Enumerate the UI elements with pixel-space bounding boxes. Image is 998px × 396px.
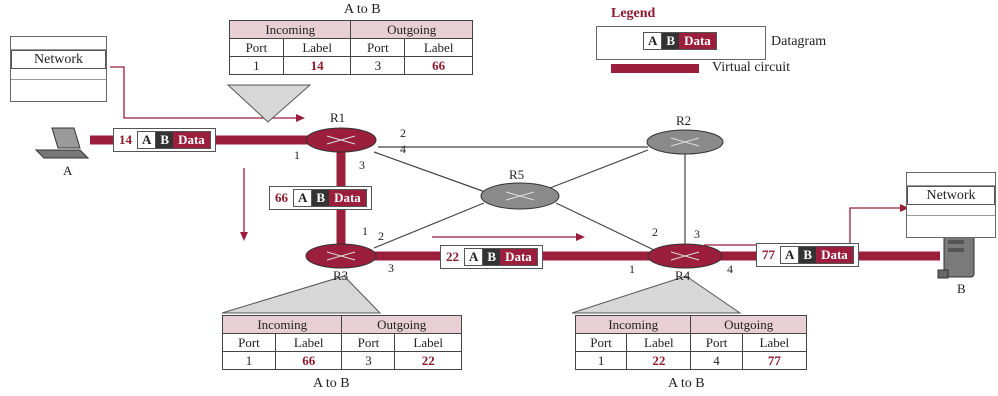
laptop-icon xyxy=(34,127,90,159)
r4-outgoing-header: Outgoing xyxy=(690,315,807,334)
r1-port-2: 2 xyxy=(400,126,406,140)
packet-14-a: A xyxy=(138,132,157,148)
r3-table-caption: A to B xyxy=(313,376,350,391)
packet-14-label: 14 xyxy=(119,132,132,147)
packet-14-data: Data xyxy=(173,132,210,148)
r1-port-1: 1 xyxy=(294,148,300,162)
router-r3-label: R3 xyxy=(333,268,349,283)
arrow-r4-to-network xyxy=(704,207,900,246)
r3-in-label: 66 xyxy=(274,351,343,370)
packet-22-data: Data xyxy=(500,249,537,265)
packet-22-a: A xyxy=(465,249,484,265)
legend-vc-label: Virtual circuit xyxy=(712,60,791,75)
router-r1-label: R1 xyxy=(330,110,346,125)
packet-22-b: B xyxy=(483,249,501,265)
r1-outgoing-header: Outgoing xyxy=(350,20,473,39)
r3-out-label: 22 xyxy=(394,351,462,370)
packet-22-label: 22 xyxy=(446,249,459,264)
r4-out-label-header: Label xyxy=(741,333,808,352)
r1-port-4: 4 xyxy=(400,142,406,156)
r1-in-label: 14 xyxy=(282,56,352,75)
host-a-label: A xyxy=(63,163,73,178)
left-network-layer: Network xyxy=(11,50,106,69)
packet-66-data: Data xyxy=(329,190,366,206)
r3-out-port: 3 xyxy=(341,351,396,370)
r3-port-1: 1 xyxy=(362,224,368,238)
r3-in-port-header: Port xyxy=(222,333,276,352)
r4-in-label-header: Label xyxy=(626,333,692,352)
r1-in-port-header: Port xyxy=(229,38,284,57)
r3-incoming-header: Incoming xyxy=(221,315,343,334)
r4-table-caption: A to B xyxy=(668,376,705,391)
callout-r4 xyxy=(571,275,742,314)
packet-label-14: 14 A B Data xyxy=(113,128,216,152)
legend-packet-b: B xyxy=(662,33,680,49)
r3-routing-table: Incoming Outgoing Port Label Port Label … xyxy=(221,315,462,370)
r4-in-port: 1 xyxy=(574,351,628,370)
router-r4-label: R4 xyxy=(675,268,691,283)
r1-table-caption: A to B xyxy=(344,2,381,17)
link-r5-r4 xyxy=(555,202,655,251)
packet-66-b: B xyxy=(312,190,330,206)
host-b-label: B xyxy=(957,281,966,296)
r4-out-label: 77 xyxy=(741,351,808,370)
r3-port-2: 2 xyxy=(378,229,384,243)
r4-out-port: 4 xyxy=(690,351,743,370)
right-protocol-stack: Network xyxy=(906,172,996,238)
r1-out-port-header: Port xyxy=(350,38,406,57)
server-icon xyxy=(937,234,975,279)
r3-outgoing-header: Outgoing xyxy=(341,315,462,334)
packet-label-77: 77 A B Data xyxy=(756,243,859,267)
packet-77-data: Data xyxy=(816,247,853,263)
link-r2-r5 xyxy=(549,149,649,189)
r4-port-1: 1 xyxy=(629,262,635,276)
legend-title: Legend xyxy=(611,6,656,21)
packet-77-a: A xyxy=(781,247,800,263)
packet-77-label: 77 xyxy=(762,247,775,262)
legend-packet: A B Data xyxy=(643,30,721,52)
r4-incoming-header: Incoming xyxy=(574,315,692,334)
r4-in-port-header: Port xyxy=(574,333,628,352)
r1-incoming-header: Incoming xyxy=(228,20,352,39)
left-protocol-stack: Network xyxy=(10,36,107,102)
r3-in-port: 1 xyxy=(222,351,276,370)
packet-77-b: B xyxy=(799,247,817,263)
r1-in-port: 1 xyxy=(229,56,284,75)
link-r3-r5 xyxy=(373,202,485,249)
right-network-layer: Network xyxy=(907,186,995,205)
packet-14-b: B xyxy=(156,132,174,148)
legend-packet-data: Data xyxy=(679,33,716,49)
packet-66-a: A xyxy=(294,190,313,206)
r4-port-3: 3 xyxy=(694,227,700,241)
r1-routing-table: Incoming Outgoing Port Label Port Label … xyxy=(228,20,473,75)
r1-out-port: 3 xyxy=(350,56,406,75)
r3-in-label-header: Label xyxy=(274,333,343,352)
r3-port-3: 3 xyxy=(388,261,394,275)
r1-out-label-header: Label xyxy=(404,38,473,57)
legend-vc-swatch xyxy=(611,64,699,73)
link-r1-r5 xyxy=(373,151,489,194)
legend-packet-a: A xyxy=(644,33,663,49)
packet-label-66: 66 A B Data xyxy=(269,186,372,210)
packet-label-22: 22 A B Data xyxy=(440,245,543,269)
r1-in-label-header: Label xyxy=(282,38,352,57)
packet-66-label: 66 xyxy=(275,190,288,205)
r3-out-port-header: Port xyxy=(341,333,396,352)
callout-r1 xyxy=(226,84,312,123)
r1-out-label: 66 xyxy=(404,56,473,75)
r4-routing-table: Incoming Outgoing Port Label Port Label … xyxy=(574,315,808,370)
r4-port-4: 4 xyxy=(727,262,733,276)
legend-datagram-label: Datagram xyxy=(771,34,827,49)
router-r2-label: R2 xyxy=(676,113,692,128)
router-r5-label: R5 xyxy=(509,167,525,182)
r4-port-2: 2 xyxy=(652,225,658,239)
r1-port-3: 3 xyxy=(359,158,365,172)
arrow-network-to-r1 xyxy=(110,66,296,119)
callout-r3 xyxy=(221,275,382,314)
r4-in-label: 22 xyxy=(626,351,692,370)
r4-out-port-header: Port xyxy=(690,333,743,352)
r3-out-label-header: Label xyxy=(394,333,462,352)
